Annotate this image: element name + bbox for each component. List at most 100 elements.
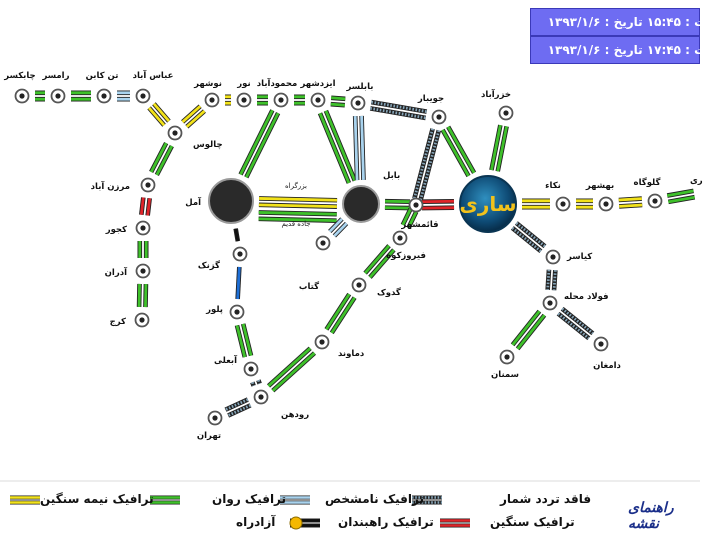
city-node-dot <box>550 254 555 259</box>
city-node-dot <box>101 93 106 98</box>
city-node-dot <box>436 114 441 119</box>
legend-brand: راهنمای نقشه <box>628 500 700 532</box>
city-label: آدران <box>105 266 128 278</box>
city-node-dot <box>237 251 242 256</box>
city-label: جویبار <box>417 94 444 104</box>
city-node-dot <box>315 97 320 102</box>
city-label: آمل <box>185 196 202 208</box>
city-node-dot <box>140 93 145 98</box>
city-label: نکاء <box>545 181 561 191</box>
city-node-dot <box>145 182 150 187</box>
legend-blocked-label: ترافیک راهبندان <box>338 515 434 529</box>
city-label: فولاد محله <box>564 292 609 302</box>
city-label: چالوس <box>193 140 223 150</box>
road-segment-smooth[interactable] <box>259 212 337 214</box>
city-node-dot <box>560 201 565 206</box>
city-node-dot <box>248 366 253 371</box>
city-node-dot <box>397 235 402 240</box>
legend: ترافیک نیمه سنگین ترافیک روان ترافیک نام… <box>0 480 700 536</box>
city-node-dot <box>55 93 60 98</box>
city-label: رامسر <box>41 71 69 81</box>
road-segment-blue_section[interactable] <box>238 267 240 299</box>
road-segment-smooth[interactable] <box>326 111 355 181</box>
city-label: ایزدشهر <box>299 79 335 89</box>
legend-swatch-freeway <box>290 517 302 529</box>
city-label: کرج <box>110 317 126 327</box>
city-node-dot <box>320 240 325 245</box>
city-label: رودهن <box>281 410 309 420</box>
city-label: آبعلی <box>214 354 238 366</box>
traffic-map: چابکسر رامسر تن کابن عباس آباد چالوس نوشهر نور… <box>0 0 700 480</box>
city-node-dot <box>241 97 246 102</box>
city-label: بابلسر <box>346 82 374 92</box>
city-node-dot <box>603 201 608 206</box>
city-labels: چابکسر رامسر تن کابن عباس آباد چالوس نوشهر نور… <box>3 69 702 441</box>
city-label: بابل <box>383 171 400 181</box>
city-node-dot <box>258 394 263 399</box>
city-node-dot <box>547 300 552 305</box>
road-segment-semi_heavy[interactable] <box>259 205 337 207</box>
legend-semi-heavy-label: ترافیک نیمه سنگین <box>40 492 154 506</box>
time-text-1: عت : ۱۵:۴۵ تاریخ : ۱۳۹۳/۱/۶ <box>548 9 715 35</box>
city-label: عباس آباد <box>133 69 174 81</box>
city-label: کجور <box>105 225 127 235</box>
city-node-dot <box>209 97 214 102</box>
city-label: گتاب <box>299 281 319 292</box>
edge-partial-label: ری <box>690 176 703 186</box>
big-city-node[interactable] <box>343 186 379 222</box>
city-label: چابکسر <box>3 71 35 81</box>
road-segment-heavy[interactable] <box>141 198 143 215</box>
legend-no-counter-label: فاقد تردد شمار <box>500 492 591 506</box>
road-segment-smooth[interactable] <box>320 113 349 183</box>
city-node-dot <box>139 317 144 322</box>
city-node-dot <box>278 97 283 102</box>
road-segment-smooth[interactable] <box>273 353 315 391</box>
city-node-dot <box>413 202 418 207</box>
city-label: مرزن آباد <box>91 180 130 192</box>
city-node-dot <box>140 268 145 273</box>
road-segment-smooth[interactable] <box>241 110 273 174</box>
road-segment-heavy[interactable] <box>148 198 150 215</box>
road-name-label: جاده قدیم <box>281 220 310 228</box>
city-node-dot <box>212 415 217 420</box>
city-label: محمودآباد <box>257 77 297 89</box>
road-segment-semi_heavy[interactable] <box>259 198 337 200</box>
time-box-2: عت : ۱۷:۴۵ تاریخ : ۱۳۹۳/۱/۶ <box>530 36 700 64</box>
city-label: نوشهر <box>193 79 222 89</box>
city-label: گدوک <box>377 287 401 298</box>
legend-smooth-label: ترافیک روان <box>212 492 286 506</box>
city-node-dot <box>19 93 24 98</box>
city-node-dot <box>356 282 361 287</box>
city-label: دماوند <box>338 349 365 359</box>
city-label: نور <box>236 79 250 89</box>
road-segment-smooth[interactable] <box>331 98 345 99</box>
road-segment-unknown[interactable] <box>362 116 364 180</box>
legend-freeway-label: آزادراه <box>236 515 275 529</box>
time-text-2: عت : ۱۷:۴۵ تاریخ : ۱۳۹۳/۱/۶ <box>548 37 715 63</box>
city-node-dot <box>652 198 657 203</box>
road-segment-smooth[interactable] <box>331 104 345 105</box>
road-segment-semi_heavy[interactable] <box>619 199 642 200</box>
road-segment-unknown[interactable] <box>355 116 357 180</box>
city-label: خزرآباد <box>481 88 511 100</box>
city-node-dot <box>598 341 603 346</box>
road-segment-smooth[interactable] <box>269 348 311 386</box>
city-label: قائمشهر <box>400 220 438 230</box>
city-label: کیاسر <box>566 252 592 262</box>
road-segment-semi_heavy[interactable] <box>619 205 642 206</box>
city-label: گزنک <box>198 260 220 271</box>
city-label: تن کابن <box>86 71 119 81</box>
big-city-node[interactable] <box>209 179 253 223</box>
road-segment-smooth[interactable] <box>246 113 278 177</box>
center-city-label: ساری <box>459 192 516 216</box>
city-label: دامغان <box>593 361 621 371</box>
legend-heavy-label: ترافیک سنگین <box>490 515 575 529</box>
city-node-dot <box>234 309 239 314</box>
traffic-map-page: چابکسر رامسر تن کابن عباس آباد چالوس نوشهر نور… <box>0 0 700 534</box>
city-label: تهران <box>197 431 221 441</box>
city-label: پلور <box>205 305 223 315</box>
city-node-dot <box>319 339 324 344</box>
time-box-1: عت : ۱۵:۴۵ تاریخ : ۱۳۹۳/۱/۶ <box>530 8 700 36</box>
city-label: بهشهر <box>585 181 614 191</box>
city-node-dot <box>504 354 509 359</box>
